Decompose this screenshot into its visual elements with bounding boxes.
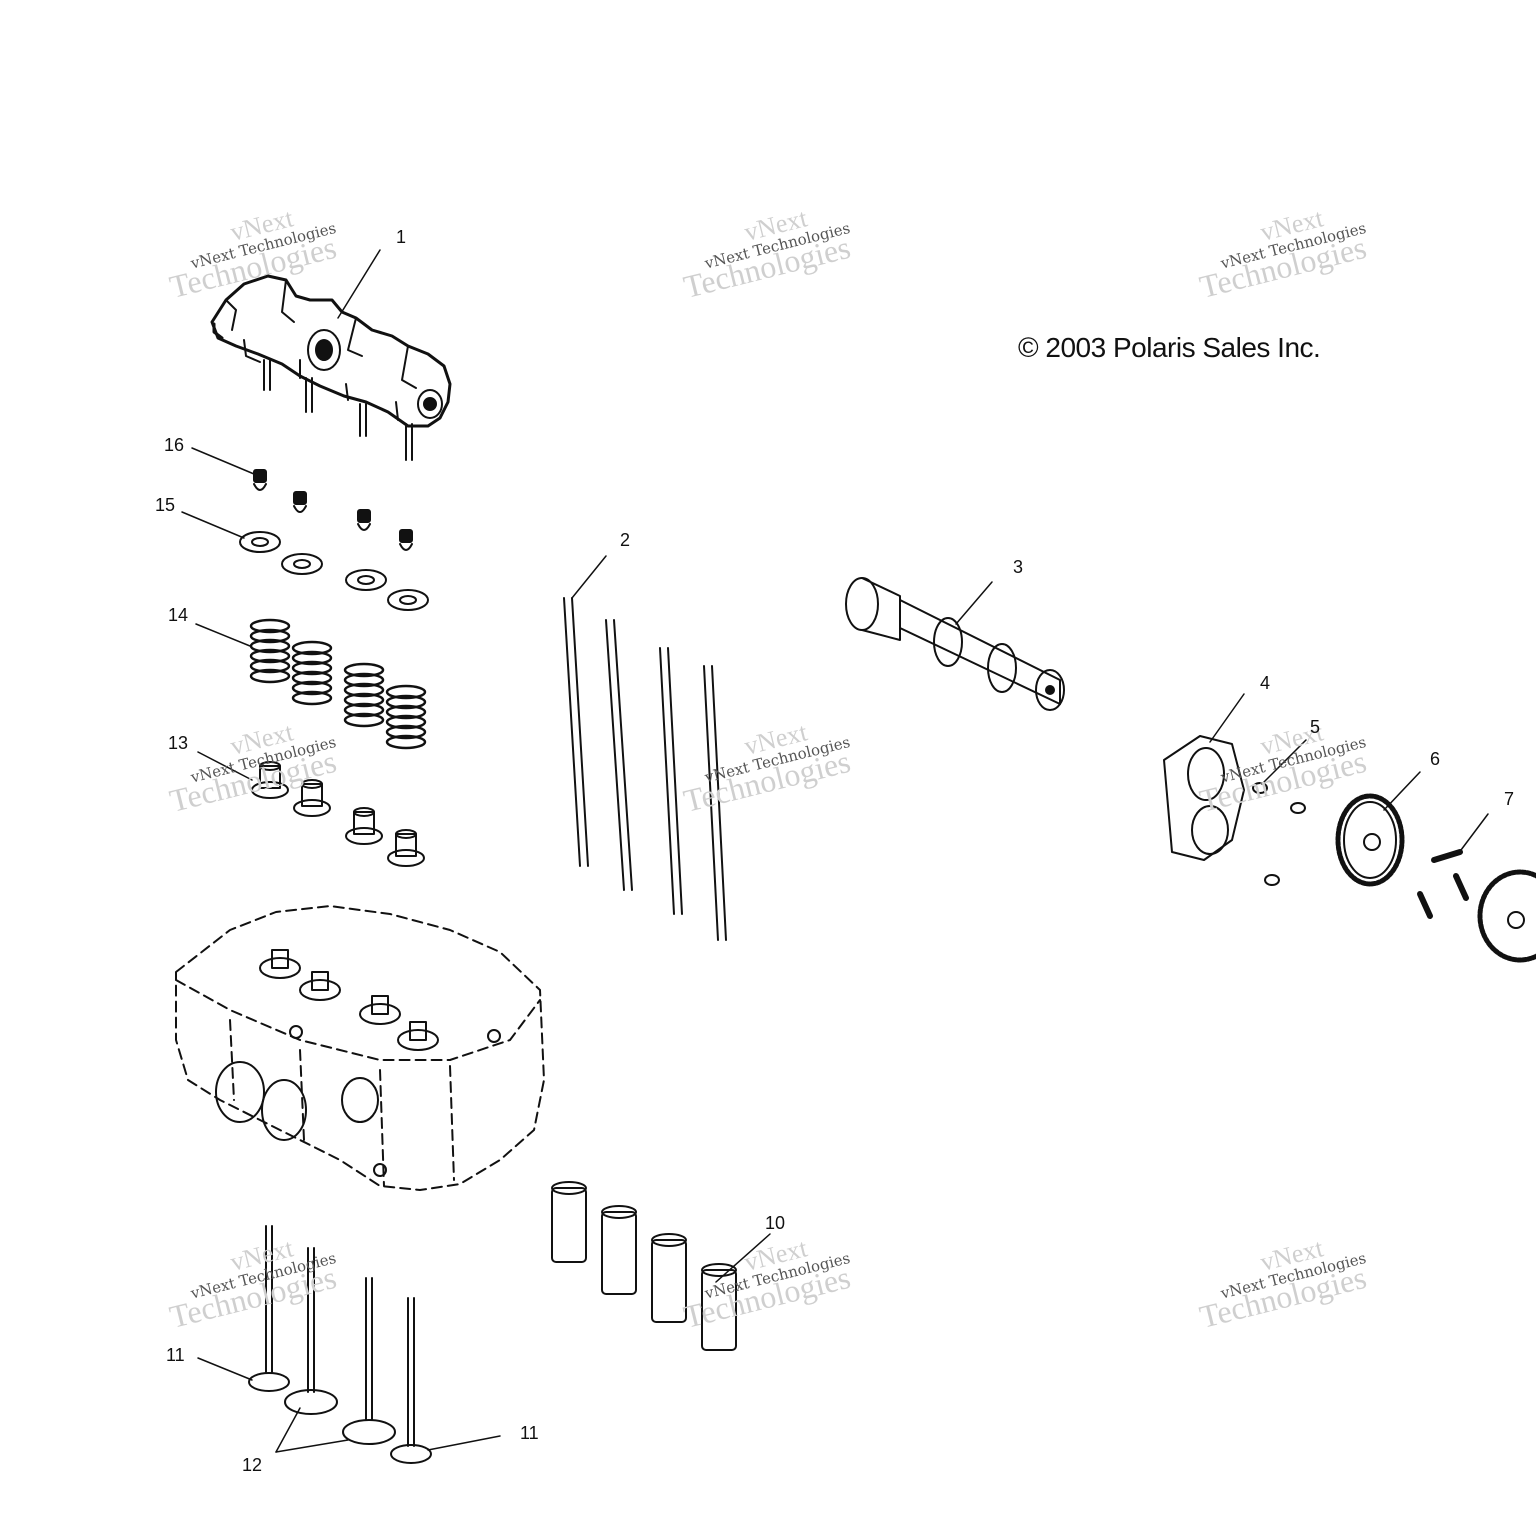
callout-leaders [181, 249, 1489, 1453]
callout-10: 10 [765, 1213, 786, 1233]
spring-retainers [239, 531, 429, 611]
callout-14: 14 [168, 605, 189, 625]
callout-16: 16 [164, 435, 185, 455]
cylinder-head-ports [215, 949, 501, 1177]
callout-5: 5 [1310, 717, 1321, 737]
screws [1252, 782, 1306, 886]
callout-6: 6 [1430, 749, 1441, 769]
gear-partial [1477, 869, 1536, 963]
cam-cover-plate [1163, 735, 1245, 861]
valve-keepers [253, 469, 413, 551]
valve-springs [249, 618, 427, 750]
callout-11-right: 11 [520, 1423, 539, 1443]
valves [248, 1225, 432, 1464]
callout-4: 4 [1260, 673, 1271, 693]
callout-15: 15 [155, 495, 176, 515]
callout-13: 13 [168, 733, 189, 753]
callout-3: 3 [1013, 557, 1024, 577]
callout-2: 2 [620, 530, 631, 550]
push-rods [563, 597, 727, 941]
dowel-pins [1417, 849, 1469, 919]
rocker-arm-assembly [210, 274, 452, 461]
valve-stem-seals [251, 761, 425, 867]
cam-gear [1335, 793, 1405, 887]
callout-12: 12 [242, 1455, 263, 1475]
copyright-notice: © 2003 Polaris Sales Inc. [1018, 332, 1321, 363]
callout-7: 7 [1504, 789, 1515, 809]
callout-11-left: 11 [166, 1345, 185, 1365]
cylinder-head [175, 905, 545, 1191]
callout-1: 1 [396, 227, 407, 247]
lifters [551, 1181, 737, 1351]
camshaft [845, 577, 1065, 711]
